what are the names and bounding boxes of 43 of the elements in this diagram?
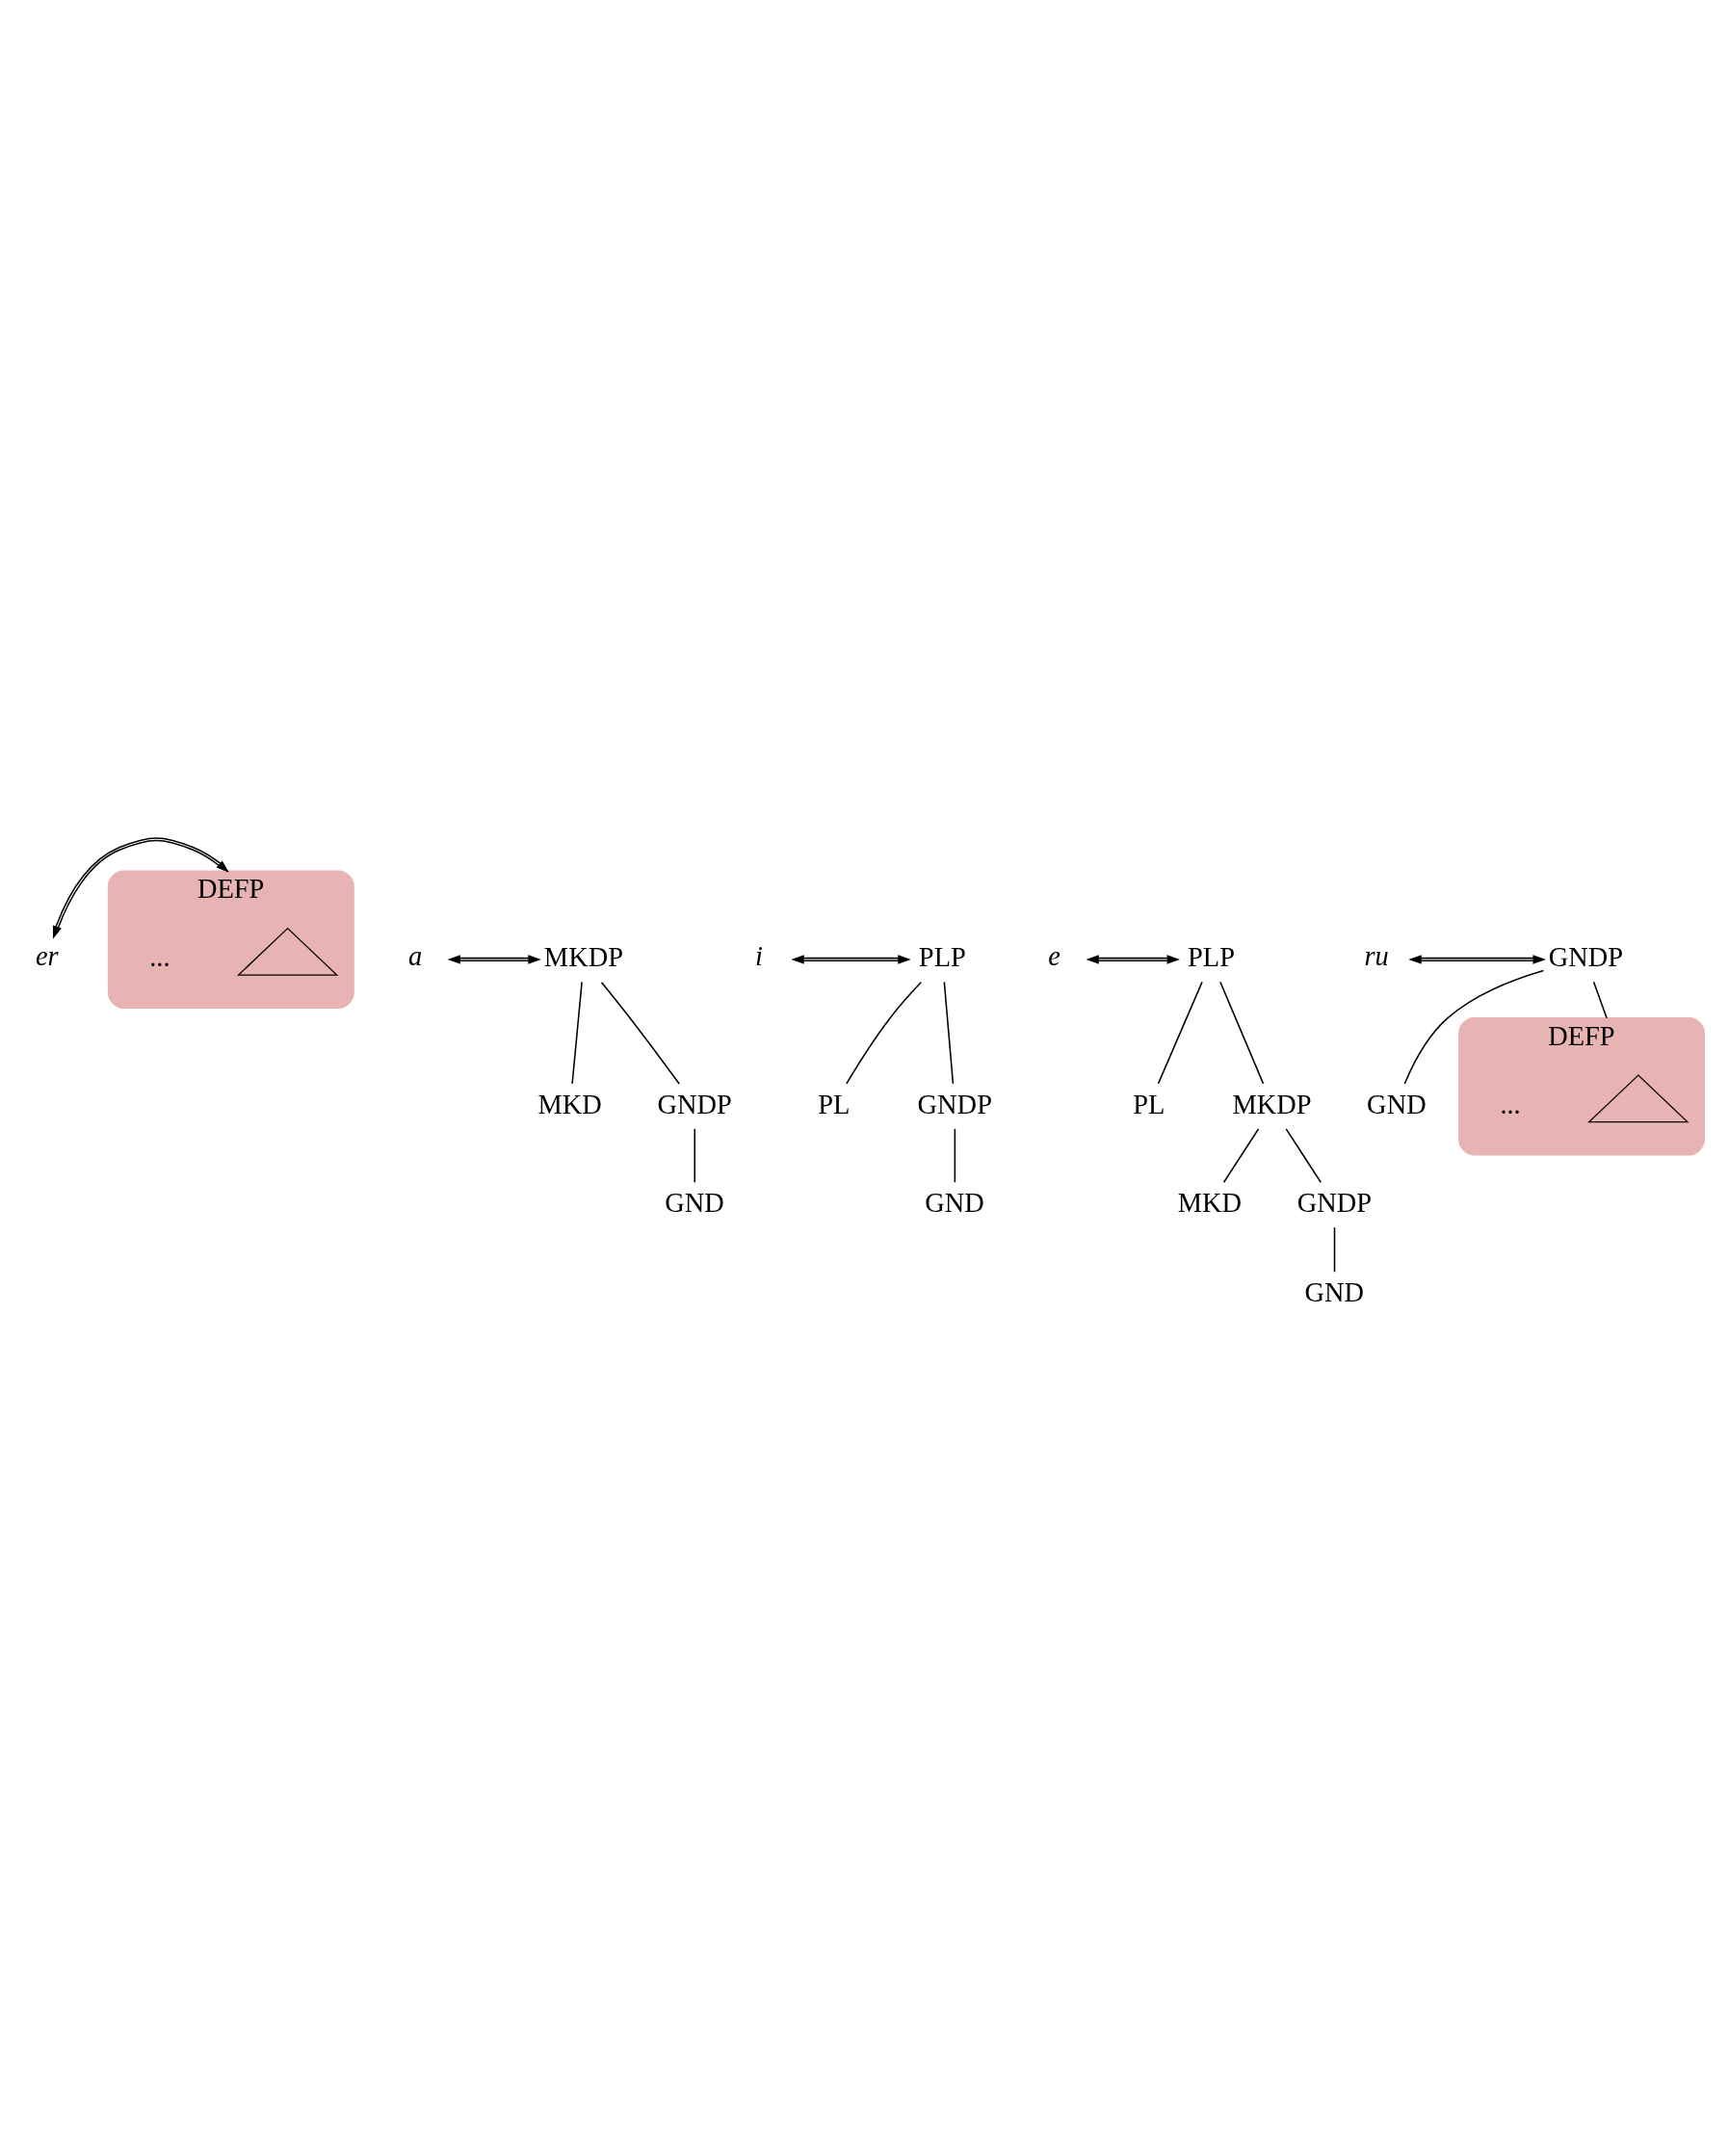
node-text: a — [407, 940, 423, 971]
node-text: GND — [665, 1187, 724, 1218]
connector — [571, 981, 583, 1085]
node-text: GNDP — [657, 1089, 732, 1119]
node-text: MKDP — [1232, 1089, 1312, 1119]
node-text: GNDP — [917, 1089, 992, 1119]
node-text: GND — [1367, 1089, 1427, 1119]
node-text: i — [754, 940, 763, 971]
node-text: GND — [1304, 1276, 1365, 1307]
connector — [600, 981, 680, 1085]
node-text: GND — [925, 1187, 984, 1218]
node-triangle — [236, 927, 339, 976]
arrow — [791, 955, 911, 964]
node-text: e — [1048, 940, 1060, 971]
node-text: PL — [818, 1089, 851, 1119]
connector — [1285, 1128, 1322, 1183]
connector — [1403, 969, 1545, 1085]
connector — [943, 981, 955, 1085]
node-text: ru — [1364, 940, 1389, 971]
node-text: er — [35, 940, 59, 971]
connector — [694, 1128, 695, 1183]
connector — [954, 1128, 956, 1183]
node-text: MKD — [537, 1089, 602, 1119]
connector — [1592, 981, 1608, 1019]
node-text: PLP — [1188, 942, 1235, 973]
node-text: ... — [149, 942, 170, 973]
connector — [1333, 1226, 1336, 1273]
connector — [1157, 981, 1203, 1085]
arrow — [1086, 955, 1180, 964]
connector — [1219, 981, 1265, 1085]
node-text: GNDP — [1548, 942, 1624, 973]
node-text: MKD — [1177, 1187, 1242, 1218]
node-text: MKDP — [543, 942, 623, 973]
arrow — [447, 955, 541, 964]
arrow — [52, 837, 229, 939]
node-triangle — [1587, 1074, 1689, 1123]
node-text: PL — [1133, 1089, 1165, 1119]
arrow — [1408, 955, 1546, 964]
connector — [1222, 1128, 1260, 1183]
connector — [846, 981, 923, 1085]
node-text: ... — [1500, 1089, 1521, 1119]
node-text: PLP — [918, 942, 966, 973]
node-text: GNDP — [1296, 1187, 1373, 1218]
